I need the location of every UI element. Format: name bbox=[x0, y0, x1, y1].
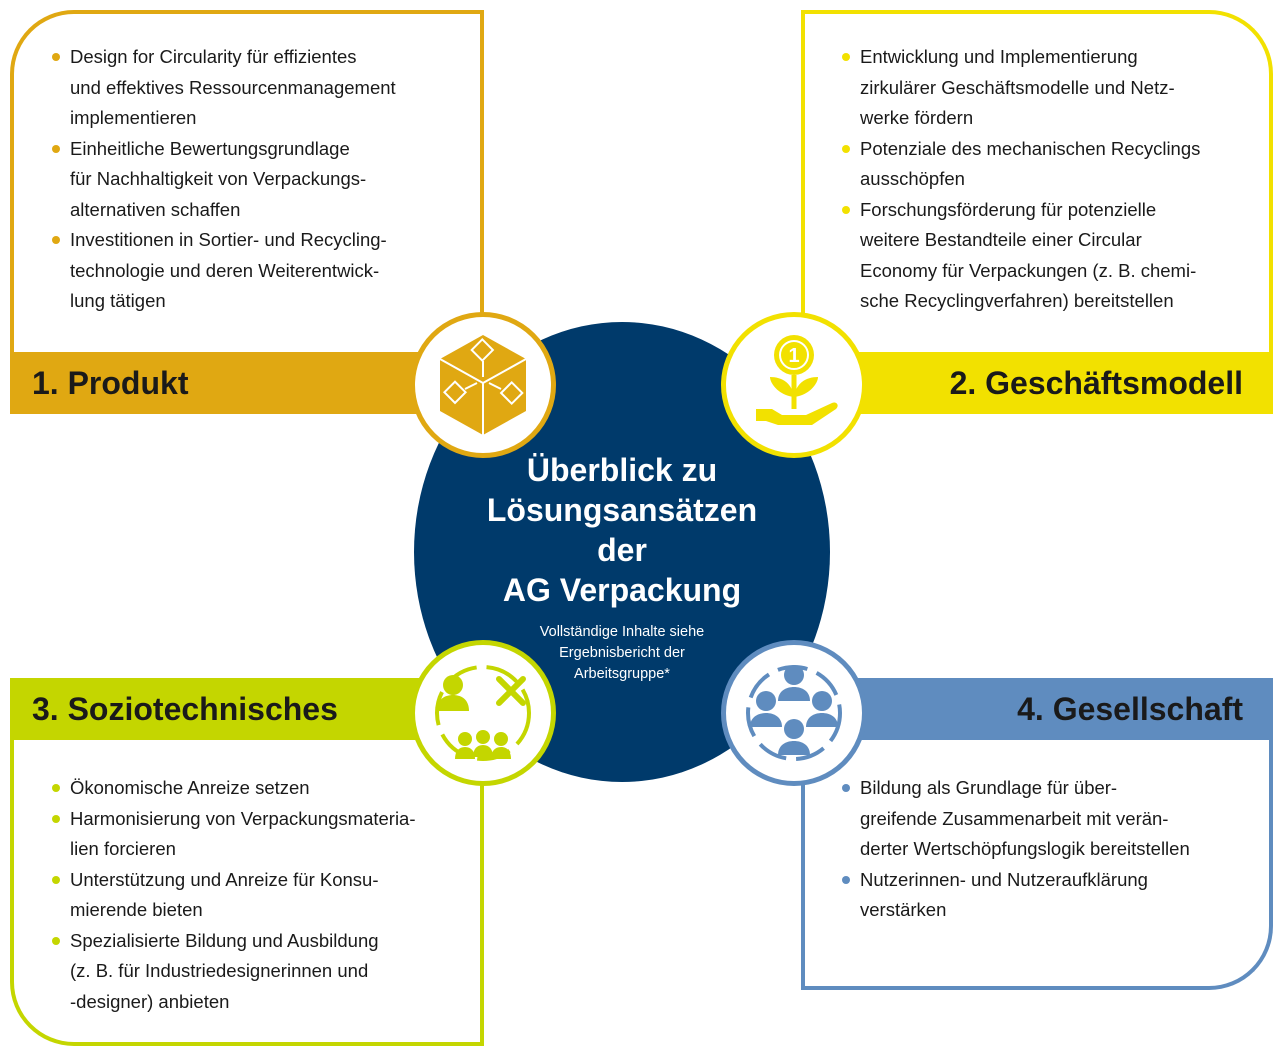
bullet-line: zirkulärer Geschäftsmodelle und Netz- bbox=[860, 76, 1175, 98]
bullet-list-produkt: Design for Circularity für effizientes un… bbox=[50, 42, 440, 317]
bullet-line: ausschöpfen bbox=[860, 168, 965, 189]
bullet-line: derter Wertschöpfungslogik bereitstellen bbox=[860, 838, 1190, 859]
money-plant-hand-icon: 1 bbox=[721, 312, 867, 458]
bullet-line: Bildung als Grundlage für über- bbox=[860, 777, 1118, 798]
center-title-line: AG Verpackung bbox=[502, 572, 742, 608]
bullet-dot bbox=[842, 205, 850, 214]
bullet-line: lien forcieren bbox=[70, 838, 176, 859]
bullet-dot bbox=[52, 144, 60, 153]
bullet-line: greifende Zusammenarbeit mit verän- bbox=[860, 807, 1169, 829]
bullet-line: weitere Bestandteile einer Circular bbox=[860, 229, 1142, 250]
bullet-dot bbox=[52, 875, 60, 884]
center-title: Überblick zu Lösungsansätzen der AG Verp… bbox=[462, 450, 782, 610]
bullet-line: Investitionen in Sortier- und Recycling- bbox=[70, 229, 387, 250]
bullet-line: mierende bieten bbox=[70, 899, 203, 920]
bullet-line: Design for Circularity für effizientes bbox=[70, 46, 357, 67]
people-tools-icon bbox=[410, 640, 556, 786]
heading-gesellschaft: 4. Gesellschaft bbox=[801, 678, 1273, 740]
bullet-line: Potenziale des mechanischen Recyclings bbox=[860, 137, 1201, 159]
bullet-line: (z. B. für Industriedesignerinnen und bbox=[70, 960, 369, 981]
panel-produkt bbox=[10, 10, 484, 362]
bullet-dot bbox=[52, 784, 60, 792]
bullet-line: für Nachhaltigkeit von Verpackungs- bbox=[70, 168, 367, 189]
heading-produkt: 1. Produkt bbox=[10, 352, 484, 414]
bullet-line: Ökonomische Anreize setzen bbox=[70, 777, 310, 798]
bullet-item-soziotechnisches: Spezialisierte Bildung und Ausbildung (z.… bbox=[50, 926, 450, 1018]
bullet-line: Entwicklung und Implementierung bbox=[860, 46, 1138, 67]
cube-network-icon bbox=[410, 312, 556, 458]
bullet-item-geschaeftsmodell: Potenziale des mechanischen Recyclings au… bbox=[840, 134, 1240, 195]
bullet-item-soziotechnisches: Unterstützung und Anreize für Konsu-mier… bbox=[50, 865, 450, 926]
bullet-dot bbox=[842, 144, 850, 153]
bullet-item-geschaeftsmodell: Entwicklung und Implementierung zirkuläre… bbox=[840, 42, 1240, 134]
bullet-line: Nutzerinnen- und Nutzeraufklärung bbox=[860, 868, 1148, 890]
bullet-line: Unterstützung und Anreize für Konsu- bbox=[70, 868, 379, 890]
center-title-line: Lösungsansätzen der bbox=[486, 492, 758, 568]
bullet-line: technologie und deren Weiterentwick- bbox=[70, 259, 380, 281]
bullet-item-produkt: Design for Circularity für effizientes un… bbox=[50, 42, 440, 134]
bullet-line: Harmonisierung von Verpackungsmateria- bbox=[70, 807, 416, 829]
bullet-line: lung tätigen bbox=[70, 290, 166, 311]
svg-text:1: 1 bbox=[788, 345, 799, 367]
bullet-item-soziotechnisches: Ökonomische Anreize setzen bbox=[50, 773, 450, 804]
heading-soziotechnisches: 3. Soziotechnisches bbox=[10, 678, 484, 740]
bullet-line: Spezialisierte Bildung und Ausbildung bbox=[70, 929, 379, 951]
bullet-dot bbox=[52, 53, 60, 61]
bullet-list-gesellschaft: Bildung als Grundlage für über-greifende… bbox=[840, 773, 1250, 926]
bullet-dot bbox=[842, 53, 850, 61]
bullet-line: und effektives Ressourcenmanagement bbox=[70, 76, 396, 98]
bullet-list-geschaeftsmodell: Entwicklung und Implementierung zirkuläre… bbox=[840, 42, 1240, 317]
bullet-dot bbox=[52, 814, 60, 823]
bullet-line: Economy für Verpackungen (z. B. chemi- bbox=[860, 259, 1197, 281]
bullet-line: werke fördern bbox=[860, 107, 974, 128]
bullet-item-produkt: Investitionen in Sortier- und Recycling-… bbox=[50, 225, 440, 317]
bullet-dot bbox=[52, 236, 60, 244]
bullet-line: Forschungsförderung für potenzielle bbox=[860, 198, 1157, 220]
panel-soziotechnisches bbox=[10, 740, 484, 1046]
people-group-icon bbox=[721, 640, 867, 786]
bullet-item-produkt: Einheitliche Bewertungsgrundlage für Nach… bbox=[50, 134, 440, 226]
bullet-line: -designer) anbieten bbox=[70, 990, 230, 1012]
center-title-line: Überblick zu bbox=[526, 452, 718, 488]
bullet-dot bbox=[52, 936, 60, 945]
center-subtitle: Vollständige Inhalte siehe Ergebnisberic… bbox=[507, 622, 737, 685]
bullet-dot bbox=[842, 784, 850, 792]
bullet-line: implementieren bbox=[70, 107, 197, 128]
heading-geschaeftsmodell: 2. Geschäftsmodell bbox=[801, 352, 1273, 414]
bullet-line: sche Recyclingverfahren) bereitstellen bbox=[860, 290, 1174, 311]
bullet-item-geschaeftsmodell: Forschungsförderung für potenzielle weite… bbox=[840, 195, 1240, 317]
bullet-dot bbox=[842, 875, 850, 884]
bullet-line: alternativen schaffen bbox=[70, 198, 241, 220]
panel-gesellschaft bbox=[801, 740, 1273, 990]
bullet-line: Einheitliche Bewertungsgrundlage bbox=[70, 137, 350, 159]
bullet-line: verstärken bbox=[860, 899, 947, 920]
center-subtitle-line: Ergebnisbericht der bbox=[559, 645, 685, 661]
center-subtitle-line: Vollständige Inhalte siehe bbox=[539, 624, 705, 640]
bullet-item-gesellschaft: Nutzerinnen- und Nutzeraufklärung verstär… bbox=[840, 865, 1250, 926]
panel-geschaeftsmodell bbox=[801, 10, 1273, 362]
bullet-item-gesellschaft: Bildung als Grundlage für über-greifende… bbox=[840, 773, 1250, 865]
bullet-item-soziotechnisches: Harmonisierung von Verpackungsmateria-li… bbox=[50, 804, 450, 865]
center-subtitle-line: Arbeitsgruppe* bbox=[574, 666, 670, 682]
